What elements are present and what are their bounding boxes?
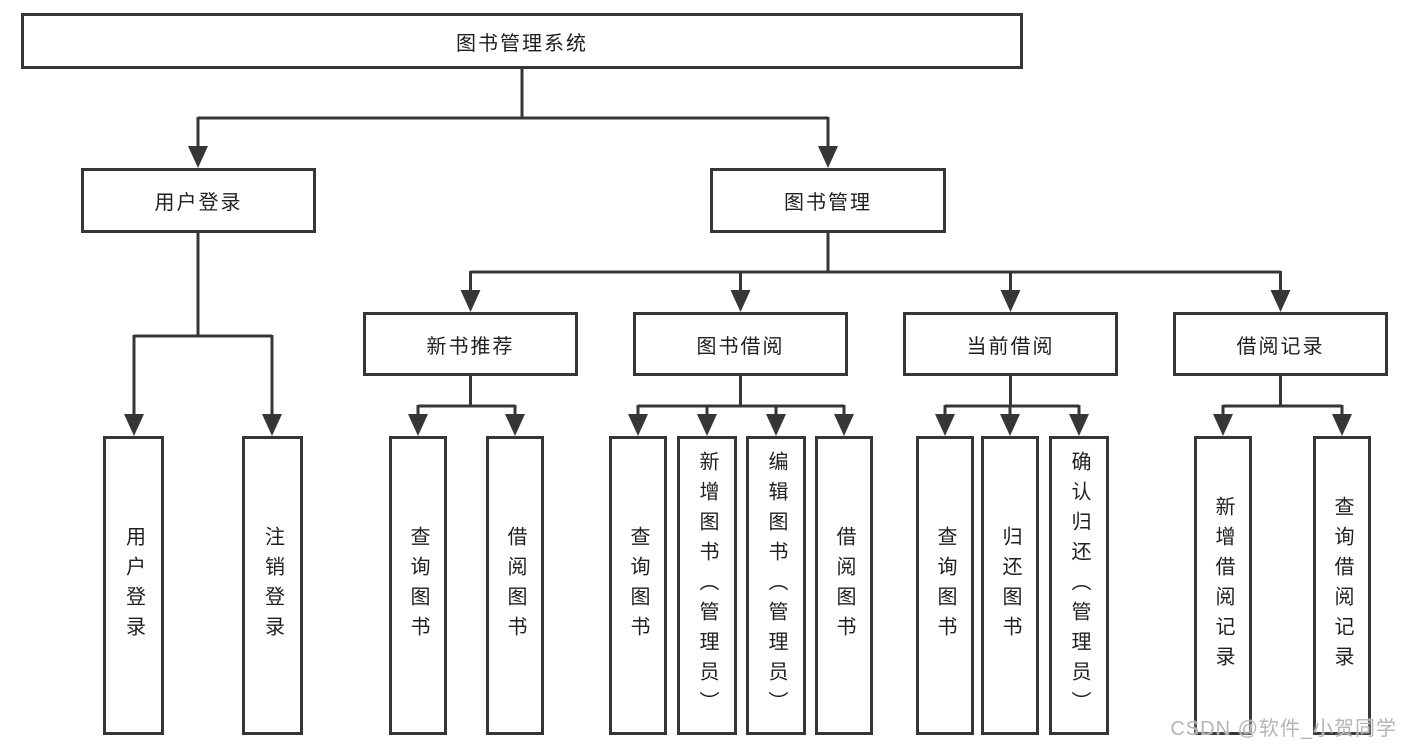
leaf-borrow-books-recommend-label: 借阅图书 bbox=[504, 525, 526, 646]
leaf-query-books-recommend: 查询图书 bbox=[389, 436, 447, 735]
leaf-query-borrow-record: 查询借阅记录 bbox=[1313, 436, 1371, 735]
watermark: CSDN @软件_小贺同学 bbox=[1170, 718, 1397, 740]
node-user-login-label: 用户登录 bbox=[154, 192, 243, 214]
leaf-add-book-admin-label: 新增图书（管理员） bbox=[696, 450, 718, 721]
leaf-borrow-books-recommend: 借阅图书 bbox=[486, 436, 544, 735]
leaf-query-books-borrow-label: 查询图书 bbox=[627, 525, 649, 646]
node-book-management-label: 图书管理 bbox=[784, 192, 872, 214]
leaf-user-login-label: 用户登录 bbox=[122, 525, 145, 646]
leaf-query-books-borrow: 查询图书 bbox=[609, 436, 667, 735]
leaf-return-book-label: 归还图书 bbox=[999, 525, 1021, 646]
node-current-borrow-label: 当前借阅 bbox=[966, 335, 1055, 358]
node-book-borrow: 图书借阅 bbox=[633, 312, 848, 376]
leaf-query-borrow-record-label: 查询借阅记录 bbox=[1331, 495, 1353, 676]
node-library-system: 图书管理系统 bbox=[21, 13, 1023, 69]
leaf-query-books-current: 查询图书 bbox=[916, 436, 974, 735]
leaf-add-book-admin: 新增图书（管理员） bbox=[677, 436, 737, 735]
node-current-borrow: 当前借阅 bbox=[903, 312, 1118, 376]
leaf-logout: 注销登录 bbox=[242, 436, 303, 735]
leaf-add-borrow-record-label: 新增借阅记录 bbox=[1212, 495, 1234, 676]
leaf-edit-book-admin-label: 编辑图书（管理员） bbox=[765, 450, 787, 721]
node-book-borrow-label: 图书借阅 bbox=[696, 335, 785, 358]
leaf-edit-book-admin: 编辑图书（管理员） bbox=[746, 436, 806, 735]
node-borrow-records: 借阅记录 bbox=[1173, 312, 1388, 376]
node-new-book-recommend: 新书推荐 bbox=[363, 312, 578, 376]
leaf-query-books-current-label: 查询图书 bbox=[934, 525, 956, 646]
node-book-management: 图书管理 bbox=[710, 168, 946, 233]
leaf-return-book: 归还图书 bbox=[981, 436, 1039, 735]
leaf-confirm-return-admin: 确认归还（管理员） bbox=[1049, 436, 1109, 735]
node-new-book-recommend-label: 新书推荐 bbox=[426, 335, 515, 358]
node-borrow-records-label: 借阅记录 bbox=[1236, 335, 1325, 358]
leaf-user-login: 用户登录 bbox=[103, 436, 164, 735]
node-user-login: 用户登录 bbox=[81, 168, 316, 233]
leaf-confirm-return-admin-label: 确认归还（管理员） bbox=[1068, 450, 1090, 721]
node-library-system-label: 图书管理系统 bbox=[456, 32, 588, 55]
leaf-add-borrow-record: 新增借阅记录 bbox=[1194, 436, 1252, 735]
leaf-logout-label: 注销登录 bbox=[261, 525, 284, 646]
leaf-query-books-recommend-label: 查询图书 bbox=[407, 525, 429, 646]
leaf-borrow-books-borrow: 借阅图书 bbox=[815, 436, 873, 735]
leaf-borrow-books-borrow-label: 借阅图书 bbox=[833, 525, 855, 646]
